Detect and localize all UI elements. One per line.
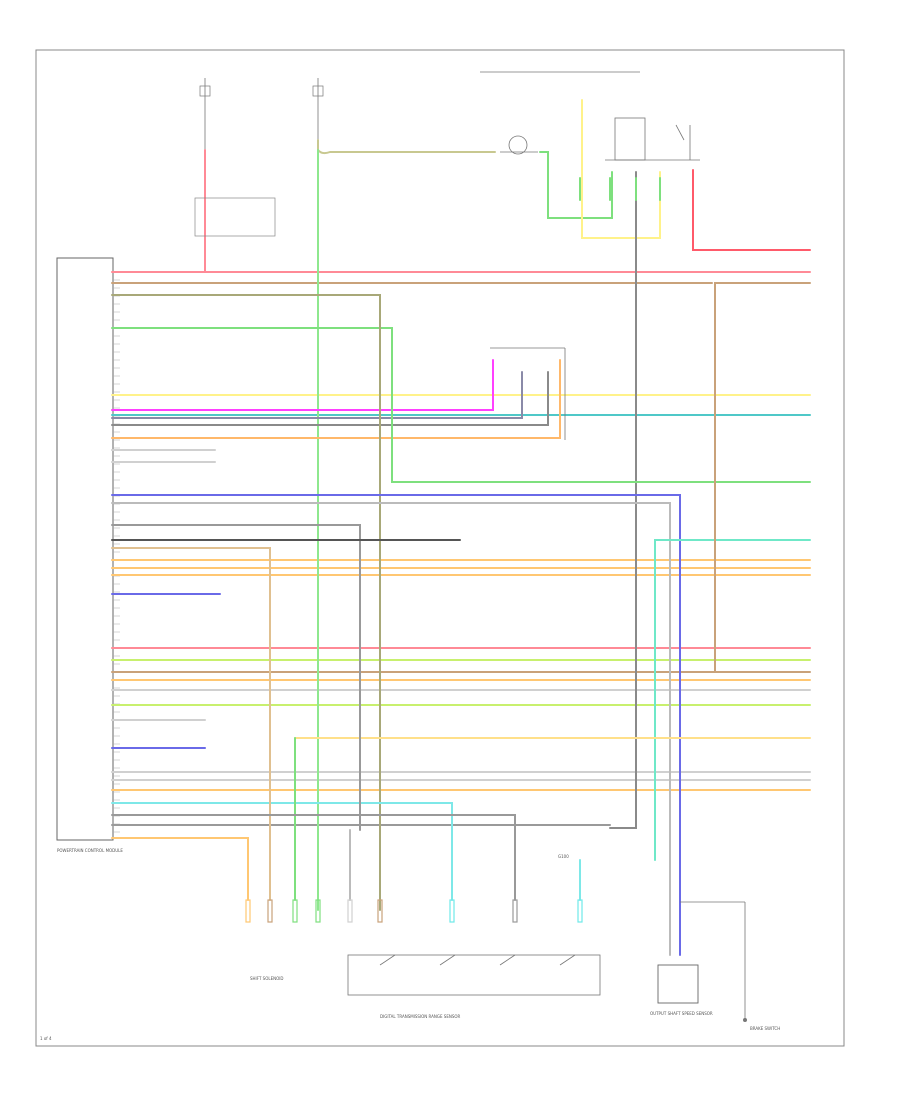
wire-tan-top [317, 139, 496, 155]
wire-gray-trans1 [111, 524, 361, 831]
wire-tan-loop [111, 294, 381, 911]
connector-stub [577, 899, 583, 923]
solenoid-label: SHIFT SOLENOID [250, 976, 284, 981]
connector-stub [292, 899, 298, 923]
trans-label: DIGITAL TRANSMISSION RANGE SENSOR [380, 1014, 461, 1019]
connector-stub [377, 899, 383, 923]
ignition-switch-box [194, 197, 276, 237]
pcm-module-box [56, 257, 114, 841]
speed-label: OUTPUT SHAFT SPEED SENSOR [650, 1011, 713, 1016]
relay-component [500, 135, 538, 155]
brake-label: BRAKE SWITCH [750, 1026, 780, 1031]
relay-switch-box [605, 117, 700, 161]
wire-orange-down [111, 837, 249, 901]
wire-tan-down [111, 547, 271, 901]
connector-stub [347, 899, 353, 923]
speed-sensor-box [657, 964, 699, 1004]
wire-blue [111, 494, 681, 956]
wire-tan-right [714, 282, 811, 673]
pcm-label: POWERTRAIN CONTROL MODULE [57, 848, 123, 853]
relay-wire-stubs [579, 171, 694, 201]
wire-cyan-right [654, 539, 811, 861]
wire-yellow-loop [581, 99, 661, 239]
wire-gray-vertical [609, 171, 637, 829]
top-fuse-block [199, 71, 640, 150]
connector-stub [245, 899, 251, 923]
wire-red-right [692, 169, 811, 251]
ground-label: G100 [558, 854, 569, 859]
wire-cyan-down [111, 802, 453, 901]
wire-green-loop [111, 327, 811, 483]
wire-gray-white [111, 502, 671, 956]
wire-gray-trans2 [111, 814, 516, 901]
connector-stub [449, 899, 455, 923]
page-number: 1 of 4 [40, 1036, 52, 1041]
diagram-border [35, 49, 845, 1047]
connector-stub [512, 899, 518, 923]
connector-stub [267, 899, 273, 923]
bottom-connectors [245, 899, 583, 923]
horizontal-wires [111, 271, 811, 826]
wire-green-relay [539, 151, 613, 219]
connector-stub [315, 899, 321, 923]
sensor-connector [111, 347, 566, 440]
transmission-range-sensor [347, 954, 601, 996]
brake-switch [680, 901, 747, 1022]
